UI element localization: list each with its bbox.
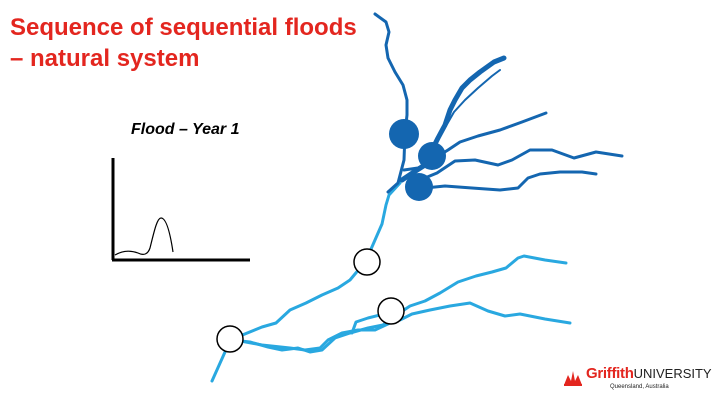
logo-name-black: UNIVERSITY xyxy=(633,366,712,381)
flood-hydrograph xyxy=(111,158,250,262)
logo-name-red: Griffith xyxy=(586,365,634,382)
hydrograph-curve xyxy=(114,217,174,256)
upper-river-network xyxy=(373,12,624,194)
griffith-logo-icon xyxy=(564,371,582,386)
braided-river-secondary xyxy=(435,69,501,141)
north-river-channel xyxy=(373,12,409,194)
southern-branch-link xyxy=(350,312,386,335)
logo-subtitle: Queensland, Australia xyxy=(610,384,669,390)
griffith-university-logo: GriffithUNIVERSITY Queensland, Australia xyxy=(562,363,712,399)
main-river-channel xyxy=(210,181,402,383)
east-tributary-middle xyxy=(406,148,624,184)
dry-node-central xyxy=(353,248,381,276)
flooded-nodes xyxy=(389,119,446,201)
flooded-node-north xyxy=(389,119,419,149)
lower-river-network xyxy=(210,181,572,383)
dry-node-outlet xyxy=(216,325,244,353)
flooded-node-south xyxy=(405,173,433,201)
title-line-1: Sequence of sequential floods xyxy=(10,14,357,41)
dry-nodes xyxy=(216,248,405,353)
dry-node-south xyxy=(377,297,405,325)
title-line-2: – natural system xyxy=(10,45,200,72)
flood-chart-label: Flood – Year 1 xyxy=(131,121,240,138)
logo-name: GriffithUNIVERSITY xyxy=(586,365,712,383)
slide-title: Sequence of sequential floods – natural … xyxy=(10,12,357,74)
flooded-node-east xyxy=(418,142,446,170)
east-tributary-lower xyxy=(406,170,598,192)
